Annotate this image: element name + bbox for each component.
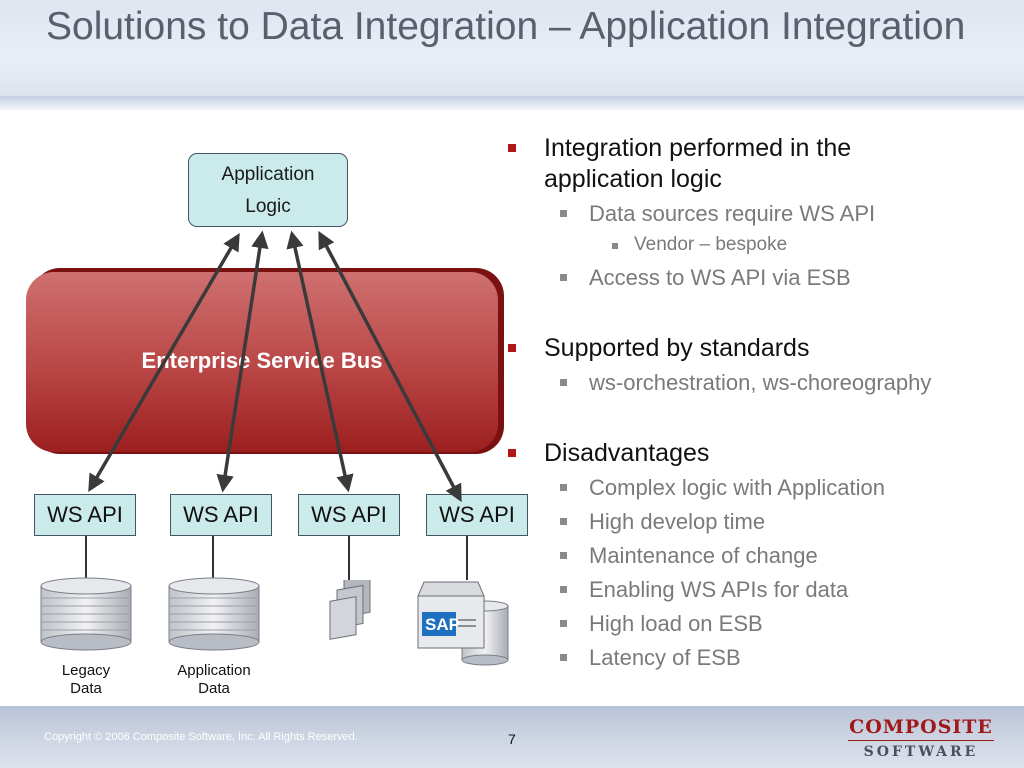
application-data-caption: Application Data <box>177 662 251 697</box>
bullet-marker-7 <box>508 449 516 457</box>
sap-logo-text: SAP <box>425 615 460 634</box>
logo-divider <box>848 740 994 741</box>
bullet-marker-12 <box>560 620 567 627</box>
bullet-marker-11 <box>560 586 567 593</box>
bullet-marker-5 <box>508 344 516 352</box>
bullet-marker-8 <box>560 484 567 491</box>
arrow-4 <box>318 230 462 503</box>
app-logic-line-1: Application <box>221 164 315 185</box>
bullet-item-5: Supported by standards <box>544 334 810 362</box>
bullet-marker-10 <box>560 552 567 559</box>
bullet-item-3: Vendor – bespoke <box>634 234 788 255</box>
logo-wordmark-bottom: SOFTWARE <box>863 744 979 760</box>
bullet-item-8: Complex logic with Application <box>589 475 885 500</box>
bullet-marker-2 <box>560 210 567 217</box>
bullet-item-4: Access to WS API via ESB <box>589 265 851 290</box>
bullet-item-6: ws-orchestration, ws-choreography <box>589 370 932 395</box>
bullet-item-7: Disadvantages <box>544 439 710 467</box>
footer-band <box>0 706 1024 768</box>
bullet-item-13: Latency of ESB <box>589 645 741 670</box>
document-files-icon <box>329 580 371 640</box>
connector-line-3 <box>348 536 350 580</box>
sap-system-icon: SAP <box>417 581 509 666</box>
bullet-marker-3 <box>612 243 618 249</box>
bullet-marker-6 <box>560 379 567 386</box>
bullet-marker-13 <box>560 654 567 661</box>
application-database-icon <box>168 577 260 651</box>
title-band <box>0 0 1024 98</box>
composite-software-logo: COMPOSITE SOFTWARE <box>846 716 996 764</box>
connector-line-4 <box>466 536 468 580</box>
connector-line-1 <box>85 536 87 580</box>
copyright-text: Copyright © 2006 Composite Software, Inc… <box>44 731 358 743</box>
bullet-item-10: Maintenance of change <box>589 543 818 568</box>
bullet-item-2: Data sources require WS API <box>589 201 876 226</box>
legacy-database-icon <box>40 577 132 651</box>
app-logic-line-2: Logic <box>245 196 291 217</box>
connector-line-2 <box>212 536 214 580</box>
bullet-marker-9 <box>560 518 567 525</box>
bullet-item-12: High load on ESB <box>589 611 763 636</box>
page-number: 7 <box>508 731 516 747</box>
ws-api-box-2: WS API <box>170 494 272 536</box>
ws-api-box-1: WS API <box>34 494 136 536</box>
application-logic-box: Application Logic <box>188 153 348 227</box>
logo-wordmark-top: COMPOSITE <box>849 716 993 738</box>
legacy-data-caption: Legacy Data <box>61 662 111 697</box>
bullet-marker-4 <box>560 274 567 281</box>
bullet-item-1: Integration performed in the application… <box>544 134 852 193</box>
slide-title: Solutions to Data Integration – Applicat… <box>46 5 966 48</box>
bullet-item-11: Enabling WS APIs for data <box>589 577 849 602</box>
bullet-marker-1 <box>508 144 516 152</box>
arrow-2 <box>216 230 269 493</box>
bullet-item-9: High develop time <box>589 509 766 534</box>
title-underline <box>0 96 1024 110</box>
arrow-1 <box>88 232 240 493</box>
